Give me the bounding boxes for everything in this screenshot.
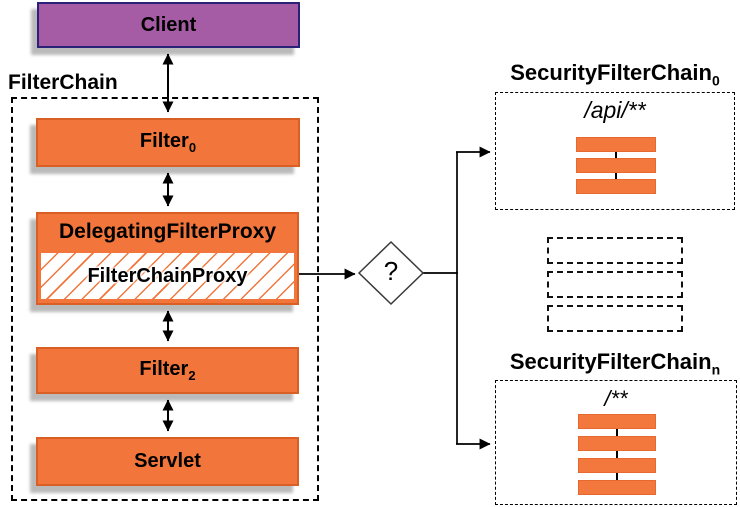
- filter-bar: [576, 137, 656, 152]
- decision-label: ?: [383, 256, 399, 286]
- security-filter-chain-n-box: /**: [495, 380, 737, 505]
- filter-bar: [576, 179, 656, 194]
- client-box: Client: [37, 2, 300, 48]
- filter-bar: [578, 436, 656, 451]
- filter2-box: Filter2: [36, 347, 299, 394]
- filter-chain-proxy-box: FilterChainProxy: [41, 253, 294, 299]
- filter-chain-proxy-label: FilterChainProxy: [87, 264, 248, 287]
- security-filter-chain-n-filter-stack: [578, 414, 656, 495]
- filter2-label: Filter2: [139, 358, 196, 383]
- security-filter-chain-n-pattern: /**: [604, 386, 628, 411]
- filter-bar: [578, 414, 656, 429]
- security-filter-chain-n-title: SecurityFilterChainn: [509, 349, 721, 378]
- security-filter-chain-0-filter-stack: [576, 137, 656, 194]
- security-filter-chain-0-title: SecurityFilterChain0: [510, 60, 720, 89]
- filterchain-title: FilterChain: [8, 71, 118, 94]
- filter-bar: [578, 458, 656, 473]
- security-filter-chain-0-box: /api/**: [495, 92, 735, 210]
- servlet-box: Servlet: [36, 437, 299, 486]
- more-chains-placeholder-group: [547, 237, 683, 332]
- filter-bar: [576, 158, 656, 173]
- filterchain-container: [11, 97, 319, 501]
- placeholder-chain-box: [547, 305, 683, 332]
- delegating-filter-proxy-label: DelegatingFilterProxy: [58, 220, 277, 243]
- placeholder-chain-box: [547, 271, 683, 298]
- servlet-label: Servlet: [134, 450, 201, 472]
- filter0-box: Filter0: [36, 118, 300, 167]
- filter-bar: [578, 480, 656, 495]
- filter0-label: Filter0: [139, 130, 197, 155]
- security-filter-chain-0-pattern: /api/**: [584, 97, 646, 123]
- delegating-filter-proxy-box: DelegatingFilterProxy FilterChainProxy: [36, 212, 299, 305]
- decision-diamond: [357, 240, 425, 306]
- client-label: Client: [140, 13, 197, 36]
- placeholder-chain-box: [547, 237, 683, 264]
